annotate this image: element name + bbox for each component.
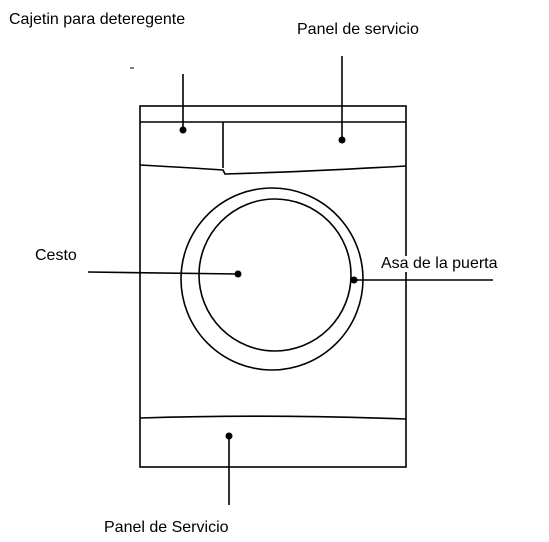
label-detergent-drawer: Cajetin para deteregente — [9, 11, 186, 28]
label-door-handle: Asa de la puerta — [381, 255, 500, 272]
label-service-panel-top: Panel de servicio — [297, 21, 419, 38]
label-service-panel-bottom: Panel de Servicio — [104, 519, 229, 536]
door-outer-ring — [180, 187, 364, 371]
bottom-panel-edge — [139, 415, 407, 420]
door-inner-ring — [198, 198, 352, 352]
dot-handle — [350, 276, 358, 284]
machine-body — [139, 105, 407, 468]
label-basket: Cesto — [35, 247, 77, 264]
dot-service-bottom — [225, 432, 233, 440]
dot-basket — [234, 270, 242, 278]
dot-detergent — [179, 126, 187, 134]
dot-service-top — [338, 136, 346, 144]
leader-basket — [87, 271, 239, 275]
top-panel-edge — [139, 164, 407, 175]
